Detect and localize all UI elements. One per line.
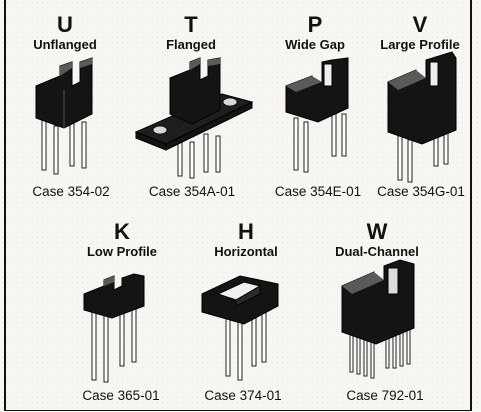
package-h-drawing	[201, 275, 279, 381]
package-w-case: Case 792-01	[346, 388, 424, 403]
package-w-drawing	[341, 259, 415, 379]
package-u-case: Case 354-02	[32, 184, 110, 199]
package-h-heading: H Horizontal	[196, 220, 296, 260]
package-t-case: Case 354A-01	[148, 184, 236, 199]
package-name: Dual-Channel	[335, 244, 419, 259]
package-name: Wide Gap	[285, 37, 345, 52]
package-h-case: Case 374-01	[204, 388, 282, 403]
package-k-heading: K Low Profile	[72, 220, 172, 260]
figure-frame	[4, 0, 472, 411]
package-u-heading: U Unflanged	[20, 13, 110, 53]
package-v-case: Case 354G-01	[377, 184, 465, 199]
package-k-drawing	[83, 273, 145, 383]
package-name: Horizontal	[214, 244, 278, 259]
package-letter: V	[412, 12, 428, 37]
package-name: Large Profile	[380, 37, 460, 52]
package-letter: W	[366, 219, 388, 244]
package-t-drawing	[134, 57, 254, 179]
package-name: Low Profile	[86, 244, 158, 259]
package-letter: T	[184, 12, 198, 37]
package-v-drawing	[387, 51, 457, 183]
package-letter: H	[238, 219, 254, 244]
package-name: Flanged	[166, 37, 216, 52]
package-t-heading: T Flanged	[146, 13, 236, 53]
package-p-drawing	[285, 57, 349, 173]
package-letter: K	[114, 219, 130, 244]
package-u-drawing	[35, 57, 93, 175]
package-name: Unflanged	[33, 37, 97, 52]
package-letter: U	[57, 12, 73, 37]
package-p-case: Case 354E-01	[274, 184, 362, 199]
package-letter: P	[307, 12, 323, 37]
package-w-heading: W Dual-Channel	[322, 220, 432, 260]
package-v-heading: V Large Profile	[368, 13, 472, 53]
package-k-case: Case 365-01	[82, 388, 160, 403]
package-p-heading: P Wide Gap	[270, 13, 360, 53]
